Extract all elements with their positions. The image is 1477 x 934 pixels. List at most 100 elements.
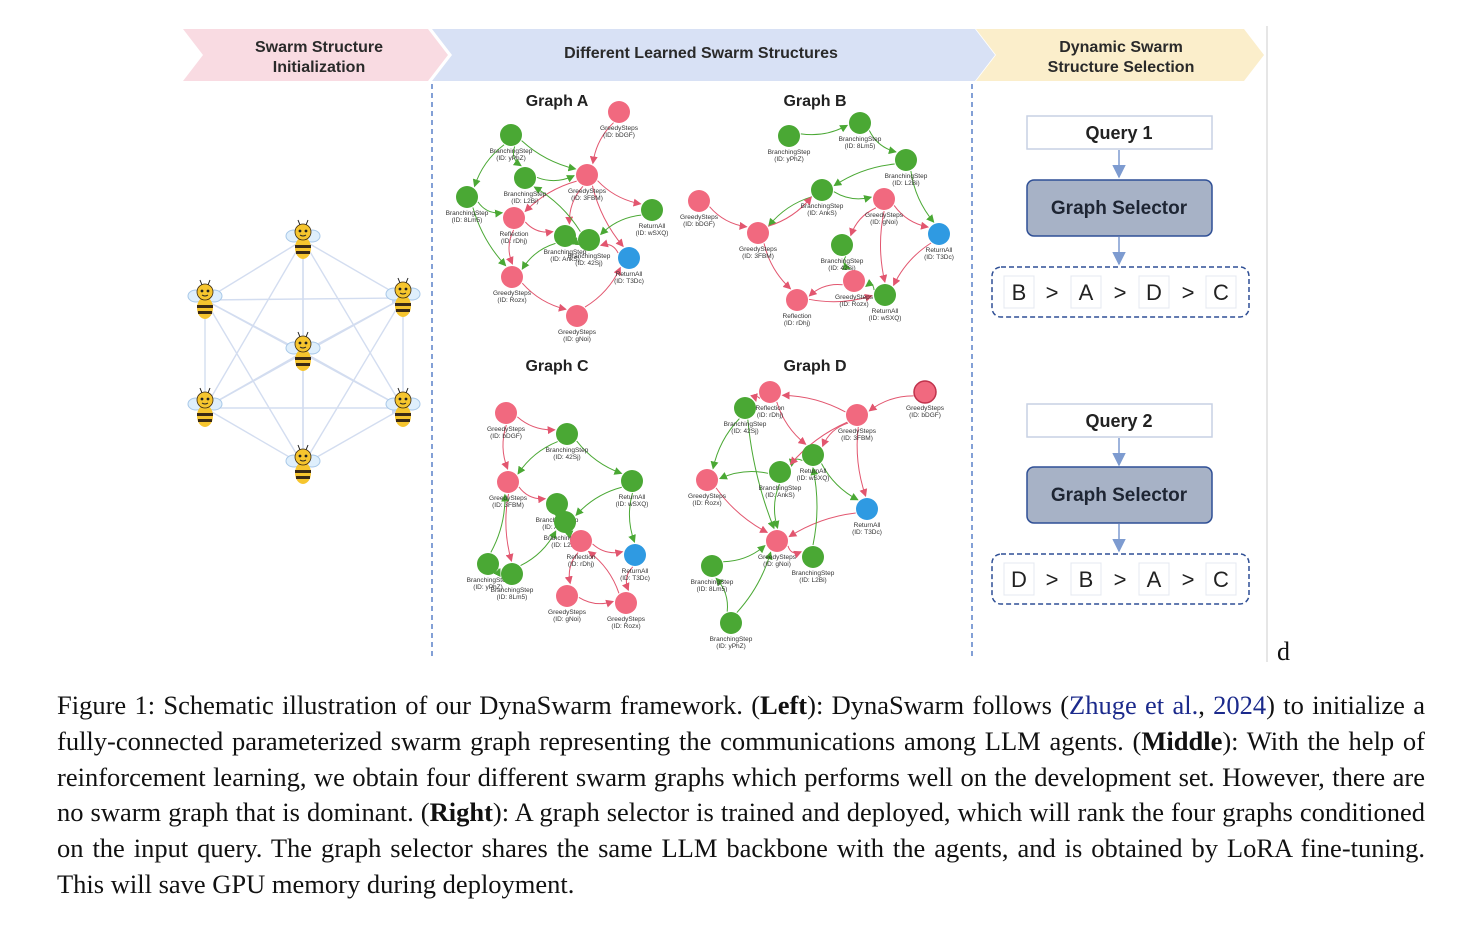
graph-edge [575, 486, 622, 516]
caption-text-6: ): A graph selector is trained and deplo… [57, 797, 1425, 899]
ranking-cell [1003, 275, 1035, 309]
node-id-label: (ID: wSXQ) [869, 315, 902, 322]
agent-node [641, 199, 663, 221]
agent-node [734, 397, 756, 419]
graph-edge [521, 140, 577, 172]
node-id-label: (ID: yPhZ) [774, 156, 804, 163]
graph-edge [576, 440, 623, 475]
graph-edge [710, 418, 740, 470]
graph-edge [565, 185, 584, 225]
graph-edge [564, 552, 579, 585]
node-name-label: BranchingStep [759, 485, 802, 492]
ranked-graph-label: C [1213, 280, 1229, 305]
node-id-label: (ID: Rozx) [611, 623, 640, 630]
agent-node [497, 471, 519, 493]
ranking-cell [1003, 562, 1035, 596]
graph-edge [506, 229, 515, 265]
node-name-label: GreedySteps [835, 294, 874, 301]
bee-agent-icon [187, 279, 223, 320]
swarm-edge [302, 239, 404, 410]
node-name-label: ReturnAll [622, 568, 649, 575]
node-name-label: GreedySteps [558, 329, 597, 336]
graph-edge [512, 146, 522, 167]
caption-bold-middle: Middle [1141, 725, 1223, 756]
node-name-label: GreedySteps [906, 405, 945, 412]
graph-edge [865, 278, 875, 291]
ranking-cell [1138, 562, 1170, 596]
ranking-2-box [991, 553, 1250, 605]
bee-agent-icon [285, 219, 321, 260]
graph-edge [578, 596, 615, 608]
swarm-edge [302, 351, 405, 409]
rank-separator: > [1046, 280, 1059, 305]
graph-edge [591, 185, 624, 248]
node-name-label: BranchingStep [768, 149, 811, 156]
node-name-label: ReturnAll [872, 308, 899, 315]
node-id-label: (ID: bDGF) [683, 221, 715, 228]
node-name-label: ReturnAll [854, 522, 881, 529]
graph-edge [715, 577, 728, 612]
agent-node [570, 530, 592, 552]
caption-text-4: ) to initialize a fully-connected parame… [57, 690, 1425, 756]
node-name-label: BranchingStep [792, 570, 835, 577]
node-id-label: (ID: 42Sj) [828, 265, 855, 272]
graph-edge [781, 391, 846, 413]
graph-edge [893, 242, 932, 287]
rank-separator: > [1114, 280, 1127, 305]
node-id-label: (ID: 3FBM) [742, 253, 774, 260]
node-name-label: GreedySteps [865, 212, 904, 219]
ranked-graph-label: C [1213, 567, 1229, 592]
graph-edge [789, 421, 848, 466]
citation-author-link[interactable]: Zhuge et al. [1069, 690, 1199, 720]
bee-agent-icon [385, 387, 421, 428]
graph-edge [810, 467, 819, 546]
graph-edge [800, 124, 849, 136]
graph-edge [477, 201, 504, 218]
agent-node [500, 124, 522, 146]
node-id-label: (ID: rDhj) [568, 561, 594, 568]
rank-separator: > [1114, 567, 1127, 592]
agent-node [831, 234, 853, 256]
agent-node [747, 222, 769, 244]
bee-agent-icon [285, 444, 321, 485]
node-name-label: GreedySteps [739, 246, 778, 253]
ranked-graph-label: B [1012, 280, 1027, 305]
bee-agent-icon [385, 277, 421, 318]
graph-edge [821, 422, 849, 448]
citation-year-link[interactable]: 2024 [1213, 690, 1267, 720]
swarm-edge [302, 239, 405, 299]
node-name-label: BranchingStep [568, 253, 611, 260]
graph-edge [747, 419, 776, 530]
query-2-label: Query 2 [1085, 411, 1152, 431]
agent-node [576, 164, 598, 186]
banner-right-line1: Dynamic Swarm [1059, 39, 1183, 56]
swarm-edge [204, 407, 305, 466]
agent-node [913, 380, 937, 404]
node-id-label: (ID: 42Sj) [575, 260, 602, 267]
node-id-label: (ID: AnkS) [807, 210, 837, 217]
node-id-label: (ID: wSXQ) [616, 501, 649, 508]
node-name-label: Reflection [567, 554, 596, 561]
graph-edge [768, 196, 813, 227]
node-id-label: (ID: yPhZ) [473, 584, 503, 591]
agent-node [514, 167, 536, 189]
agent-node [895, 149, 917, 171]
node-id-label: (ID: T3Dc) [924, 254, 954, 261]
caption-bold-left: Left [760, 690, 808, 720]
node-name-label: GreedySteps [493, 290, 532, 297]
node-name-label: BranchingStep [467, 577, 510, 584]
ranked-graph-label: A [1079, 280, 1094, 305]
node-id-label: (ID: Rozx) [497, 297, 526, 304]
swarm-edge [204, 239, 304, 410]
graph-edge [833, 191, 873, 203]
framework-figure: Swarm Structure Initialization Different… [183, 26, 1290, 666]
graph-c: GreedySteps(ID: bDGF)BranchingStep(ID: 4… [467, 402, 650, 630]
graph-edge [597, 180, 642, 207]
node-name-label: BranchingStep [446, 210, 489, 217]
graph-b-title: Graph B [783, 93, 846, 110]
query-1-label: Query 1 [1085, 123, 1152, 143]
node-name-label: BranchingStep [724, 421, 767, 428]
node-name-label: GreedySteps [838, 428, 877, 435]
node-id-label: (ID: 8Lm5) [452, 217, 483, 224]
node-name-label: GreedySteps [600, 125, 639, 132]
